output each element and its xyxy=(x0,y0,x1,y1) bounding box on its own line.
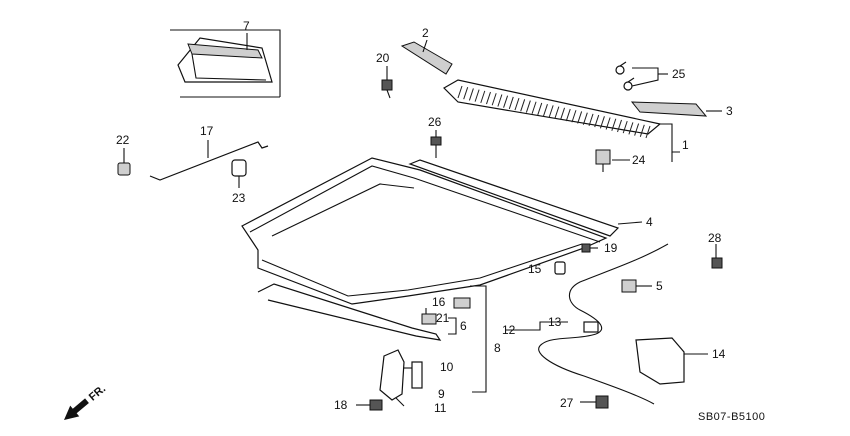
callout-12: 12 xyxy=(502,323,516,337)
grille-slat xyxy=(611,118,617,131)
grille-slat xyxy=(463,87,469,100)
part-1-cowl-grille xyxy=(443,79,680,162)
part-25-screws xyxy=(615,61,668,91)
part-18-bolt xyxy=(356,399,383,411)
grille-slat xyxy=(525,100,531,113)
grille-slat xyxy=(531,101,537,114)
grille-slat xyxy=(588,113,594,127)
hood-panel xyxy=(241,157,608,305)
callout-11: 11 xyxy=(434,401,447,415)
grille-slat xyxy=(594,114,600,128)
grille-slat xyxy=(508,96,514,110)
callout-19: 19 xyxy=(604,241,618,255)
hood-lower-seal xyxy=(257,283,442,341)
grille-slat xyxy=(491,93,497,106)
callout-1: 1 xyxy=(682,138,689,152)
part-28-bolt xyxy=(711,244,723,269)
part-2-cowl-trim xyxy=(400,39,453,75)
part-26-bolt xyxy=(430,130,442,158)
callout-9: 9 xyxy=(438,387,445,401)
grille-slat xyxy=(542,104,548,117)
grille-slat xyxy=(599,116,605,129)
part-5-clip xyxy=(621,279,652,293)
grille-slat xyxy=(514,97,520,111)
grille-slat xyxy=(503,95,509,108)
grille-slat xyxy=(571,110,577,123)
part-27-clip xyxy=(580,395,609,409)
grille-slat xyxy=(622,120,628,134)
part-24-clip xyxy=(595,149,630,172)
callout-3: 3 xyxy=(726,104,733,118)
grille-slat xyxy=(639,124,645,137)
part-16-21-bumpers xyxy=(421,297,471,335)
grille-slat xyxy=(497,94,503,107)
grille-slat xyxy=(474,89,480,102)
grille-slat xyxy=(565,108,571,122)
callout-8: 8 xyxy=(494,341,501,355)
part-9-hood-latch xyxy=(379,349,423,407)
grille-slat xyxy=(605,117,611,130)
callout-8-bracket xyxy=(470,285,487,393)
part-23-rod-holder xyxy=(231,159,247,188)
front-direction-indicator: FR. xyxy=(64,383,108,420)
callout-20: 20 xyxy=(376,51,390,65)
callout-labels: 1 2 3 4 5 6 7 8 9 10 11 12 13 14 15 16 1… xyxy=(116,19,733,415)
part-19-bolt xyxy=(581,243,598,253)
callout-10: 10 xyxy=(440,360,454,374)
callout-6: 6 xyxy=(460,319,467,333)
callout-4: 4 xyxy=(646,215,653,229)
callout-16: 16 xyxy=(432,295,446,309)
callout-15: 15 xyxy=(528,262,542,276)
callout-21: 21 xyxy=(436,311,450,325)
front-arrow-icon xyxy=(64,398,89,420)
cowl-grille-slats xyxy=(457,85,651,139)
callout-13: 13 xyxy=(548,315,562,329)
callout-28: 28 xyxy=(708,231,722,245)
part-17-hood-support-rod xyxy=(149,140,269,181)
part-20-bolt xyxy=(381,66,393,99)
grille-slat xyxy=(537,102,543,116)
callout-25: 25 xyxy=(672,67,686,81)
callout-14: 14 xyxy=(712,347,726,361)
front-arrow-label: FR. xyxy=(87,383,108,404)
grille-slat xyxy=(628,122,634,135)
grille-slat xyxy=(548,105,554,118)
grille-slat xyxy=(486,91,491,105)
part-14-release-handle xyxy=(635,337,708,385)
grille-slat xyxy=(634,123,640,136)
callout-23: 23 xyxy=(232,191,246,205)
part-15-bumper xyxy=(554,261,566,275)
grille-slat xyxy=(577,111,583,124)
grille-slat xyxy=(560,107,566,120)
grille-slat xyxy=(582,112,588,125)
callout-24: 24 xyxy=(632,153,646,167)
grille-slat xyxy=(554,106,560,119)
callout-7: 7 xyxy=(243,19,250,33)
callout-27: 27 xyxy=(560,396,574,410)
callout-5: 5 xyxy=(656,279,663,293)
grille-slat xyxy=(645,125,651,139)
grille-slat xyxy=(617,119,622,133)
part-7-insulator xyxy=(170,29,281,98)
grille-slat xyxy=(457,85,463,99)
callout-18: 18 xyxy=(334,398,348,412)
callout-2: 2 xyxy=(422,26,429,40)
part-22-nut xyxy=(117,148,131,176)
grille-slat xyxy=(480,90,486,104)
part-3-cowl-trim xyxy=(630,101,722,117)
grille-slat xyxy=(520,99,526,112)
part-12-13-release-cable xyxy=(506,243,669,405)
part-4-hood-seal xyxy=(408,159,643,237)
callout-22: 22 xyxy=(116,133,130,147)
grille-slat xyxy=(468,88,474,101)
callout-17: 17 xyxy=(200,124,214,138)
diagram-code: SB07-B5100 xyxy=(698,411,765,423)
callout-26: 26 xyxy=(428,115,442,129)
